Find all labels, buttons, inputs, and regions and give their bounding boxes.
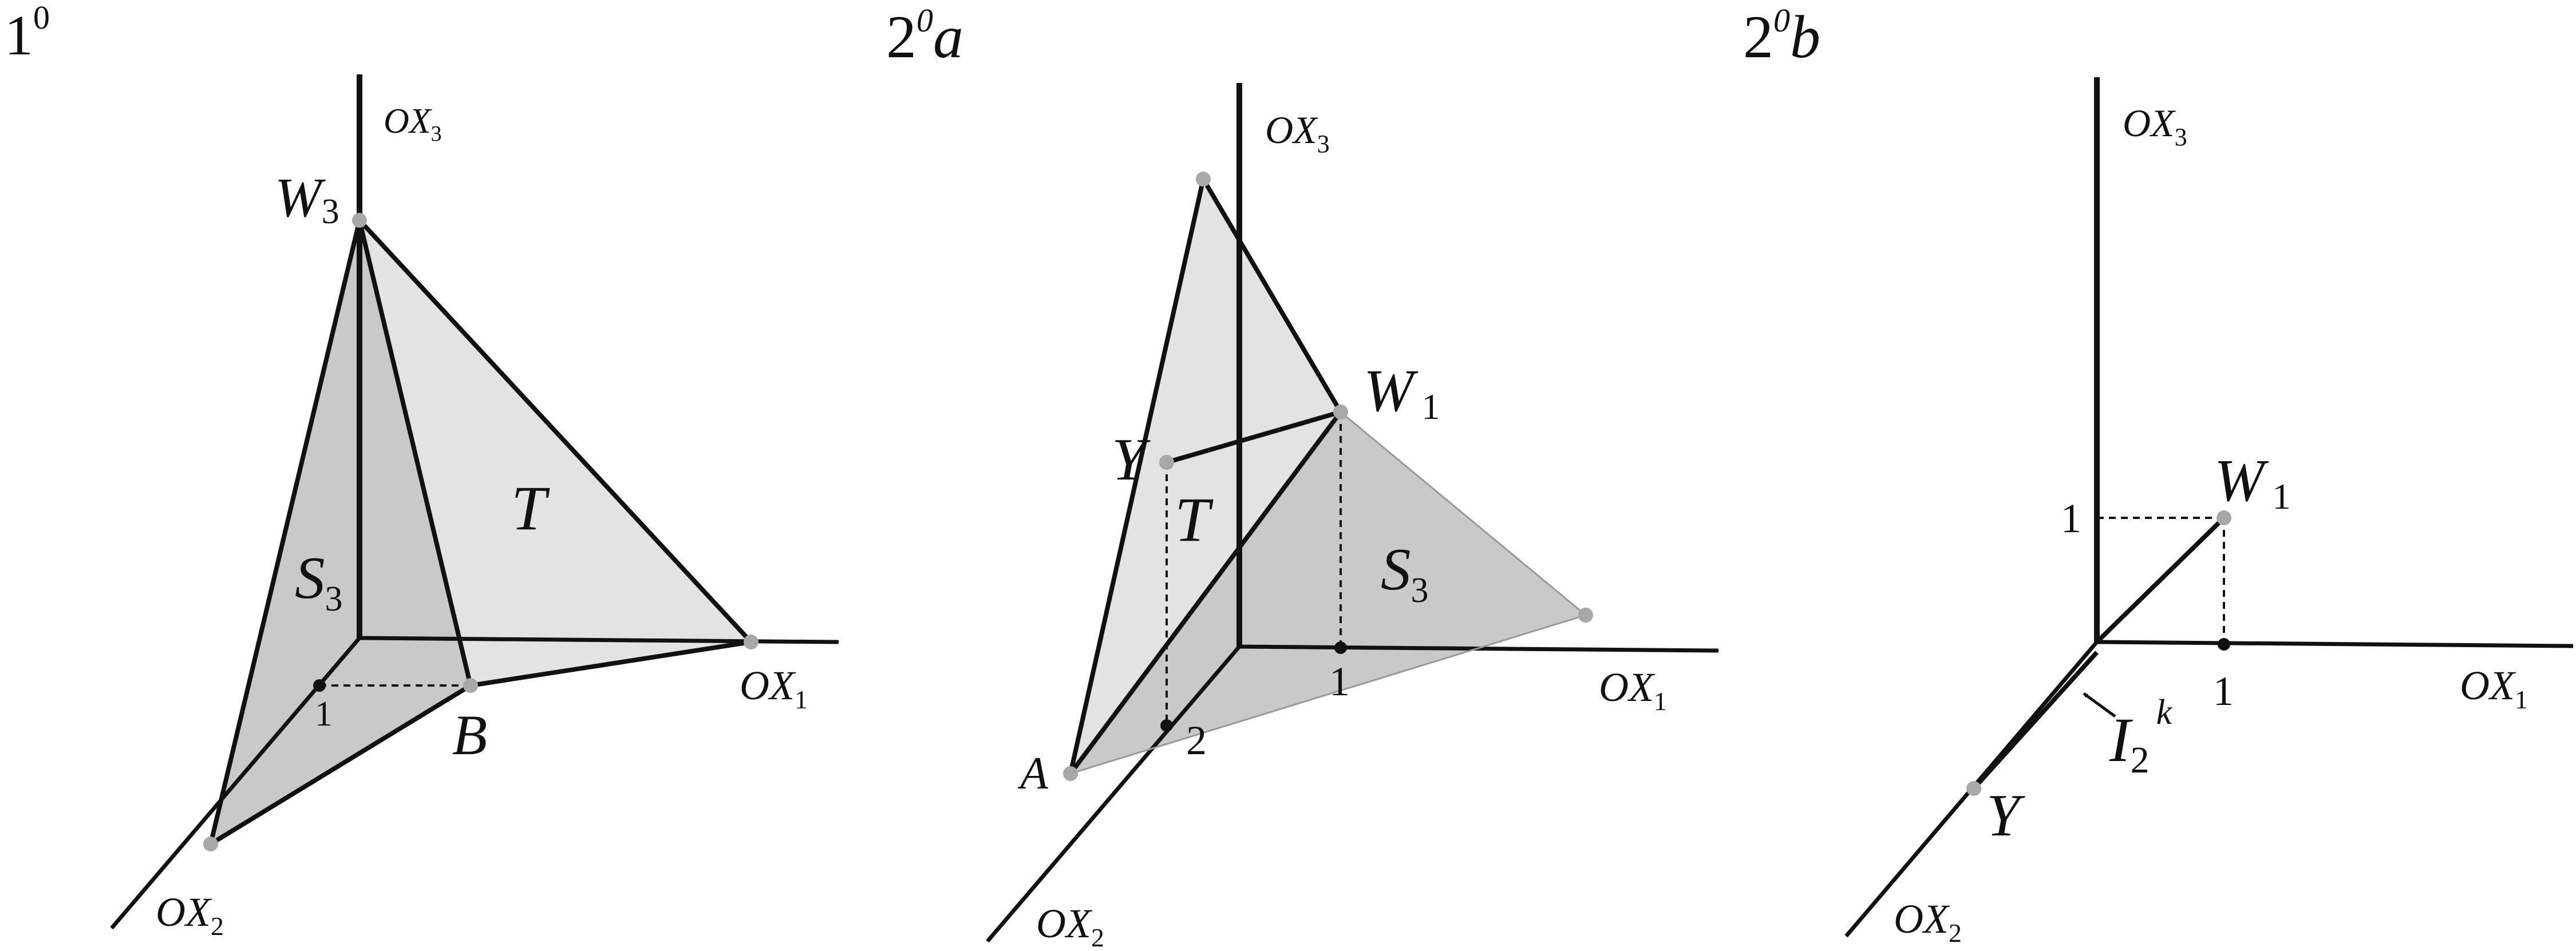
tick-2-label: 2: [1186, 718, 1207, 763]
point-x1-dot: [744, 635, 758, 649]
point-a-dot: [1063, 766, 1078, 781]
axis-x1: [2096, 640, 2574, 648]
axis-x1-label: OX1: [1599, 664, 1667, 716]
axis-x2: [986, 645, 1241, 943]
panel-1: 10 OX3 W3 T S3 1 B OX1 OX2: [5, 0, 839, 941]
axis-x2-label: OX2: [1036, 901, 1104, 951]
s3-outer-edge: [1340, 411, 1586, 616]
tick-1-label: 1: [315, 695, 333, 734]
point-y-dot: [1159, 455, 1174, 470]
panel-1-title: 10: [5, 0, 50, 67]
axis-x3-label: OX3: [384, 102, 442, 146]
panel-2a-title: 20a: [886, 2, 963, 70]
segment-origin-w1: [2095, 516, 2226, 644]
axis-x3-label: OX3: [2123, 101, 2187, 151]
point-top-dot: [1196, 172, 1211, 187]
face-s3: [211, 220, 471, 844]
region-edges: [1068, 177, 1343, 775]
point-b-dot: [463, 678, 478, 693]
label-s3: S3: [1381, 536, 1429, 610]
point-w1-dot: [2217, 510, 2231, 525]
axis-x3-label: OX3: [1265, 108, 1330, 158]
point-w1-dot: [1333, 405, 1348, 419]
panel-2b-title: 20b: [1743, 2, 1820, 70]
axis-x1-label: OX1: [740, 663, 808, 714]
face-s3: [1070, 412, 1586, 774]
face-t: [1070, 179, 1341, 774]
point-s3-corner-dot: [1578, 608, 1593, 623]
label-i2k: I2k: [2109, 693, 2173, 781]
point-y-dot: [1966, 781, 1981, 796]
s3-bottom-edge: [1070, 614, 1586, 775]
axis-x1: [359, 636, 839, 644]
label-t: T: [1175, 485, 1214, 554]
axis-x1-label: OX1: [2460, 663, 2528, 714]
point-b-label: B: [452, 703, 487, 767]
segment-origin-y: [1972, 651, 2099, 790]
label-t: T: [511, 473, 550, 543]
pyramid-edges: [208, 219, 753, 846]
point-y-label: Y: [1112, 426, 1151, 493]
axis-x2-label: OX2: [156, 889, 224, 941]
tick-1-dot: [313, 679, 326, 692]
tick-2-dot: [1160, 719, 1173, 732]
tick-1-dot: [1334, 641, 1347, 654]
axis-x2-label: OX2: [1894, 896, 1962, 948]
tick-x1-dot: [2218, 638, 2230, 651]
face-t: [359, 220, 751, 685]
label-s3: S3: [295, 544, 343, 619]
point-w3-dot: [352, 213, 367, 228]
tick-x1-1-label: 1: [2213, 668, 2234, 714]
point-a-label: A: [1017, 748, 1049, 799]
tick-1-label: 1: [1329, 659, 1350, 704]
point-y-label: Y: [1986, 782, 2025, 849]
point-w3-label: W3: [275, 167, 339, 231]
tick-x3-1-label: 1: [2061, 496, 2081, 541]
point-x2-dot: [203, 837, 218, 851]
i2k-pointer: [2083, 692, 2116, 718]
